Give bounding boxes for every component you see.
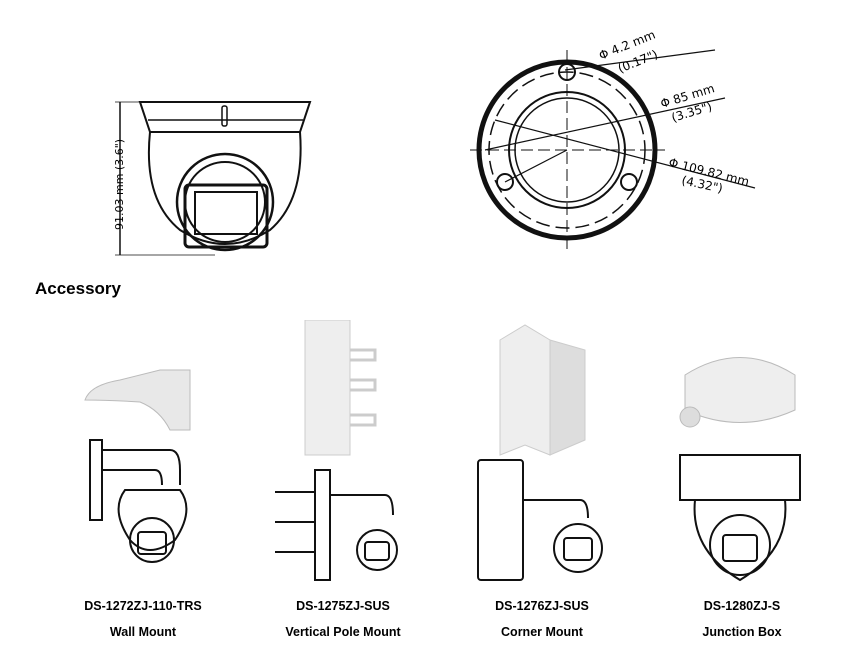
camera-side-view-drawing: 91.03 mm (3.6") [113, 101, 312, 256]
accessory-model-junction-box: DS-1280ZJ-S [703, 599, 781, 613]
accessory-model-pole-mount: DS-1275ZJ-SUS [296, 599, 390, 613]
accessory-model-corner-mount: DS-1276ZJ-SUS [495, 599, 589, 613]
accessory-name-wall-mount: Wall Mount [109, 625, 177, 639]
vertical-pole-mount-drawing [275, 320, 398, 581]
section-title-accessory: Accessory [35, 279, 122, 298]
accessory-model-wall-mount: DS-1272ZJ-110-TRS [84, 599, 202, 613]
corner-mount-drawing [477, 324, 603, 581]
height-dimension-label: 91.03 mm (3.6") [113, 139, 126, 230]
camera-bottom-view-drawing: Φ 4.2 mm (0.17") Φ 85 mm (3.35") Φ 109.8… [470, 27, 756, 250]
accessory-name-junction-box: Junction Box [702, 625, 782, 639]
wall-mount-drawing [84, 369, 191, 563]
accessory-name-corner-mount: Corner Mount [501, 625, 583, 639]
junction-box-drawing [679, 357, 801, 582]
accessory-name-pole-mount: Vertical Pole Mount [285, 625, 401, 639]
